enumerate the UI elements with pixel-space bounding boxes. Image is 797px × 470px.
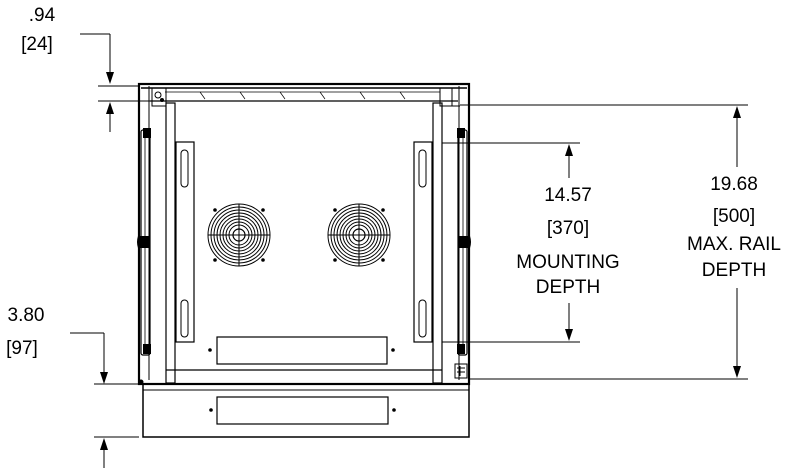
left-mounting-rail xyxy=(165,102,176,384)
max-rail-depth-caption-line2: DEPTH xyxy=(702,260,766,281)
cabinet-base xyxy=(142,383,470,438)
lower-cable-slot xyxy=(216,396,389,425)
top-offset-inch-label: .94 xyxy=(29,5,56,26)
mounting-depth-caption-line2: DEPTH xyxy=(536,277,600,298)
mounting-depth-caption-line1: MOUNTING xyxy=(516,252,619,273)
bottom-offset-mm-label: [97] xyxy=(6,338,38,359)
top-offset-mm-label: [24] xyxy=(21,34,53,55)
left-slotted-plate xyxy=(175,141,195,343)
cabinet-outer-frame xyxy=(137,82,471,386)
cabinet xyxy=(137,82,471,386)
dimension-max-rail-depth: 19.68 [500] MAX. RAIL DEPTH xyxy=(460,104,781,380)
upper-cable-slot xyxy=(208,336,395,365)
right-mounting-rail xyxy=(432,102,443,384)
mounting-depth-mm-label: [370] xyxy=(547,218,589,239)
dimension-mounting-depth: 14.57 [370] MOUNTING DEPTH xyxy=(442,142,620,343)
right-fan xyxy=(327,203,391,267)
max-rail-depth-caption-line1: MAX. RAIL xyxy=(687,234,781,255)
max-rail-depth-inch-label: 19.68 xyxy=(710,174,758,195)
dimension-top-offset: .94 [24] xyxy=(21,5,150,132)
dimension-bottom-offset: 3.80 [97] xyxy=(6,305,139,468)
left-fan xyxy=(207,203,271,267)
left-side-latch xyxy=(137,128,151,356)
right-side-latch xyxy=(457,128,471,356)
mounting-depth-inch-label: 14.57 xyxy=(544,185,592,206)
bottom-offset-inch-label: 3.80 xyxy=(8,305,45,326)
max-rail-depth-mm-label: [500] xyxy=(713,206,755,227)
right-slotted-plate xyxy=(413,141,433,343)
